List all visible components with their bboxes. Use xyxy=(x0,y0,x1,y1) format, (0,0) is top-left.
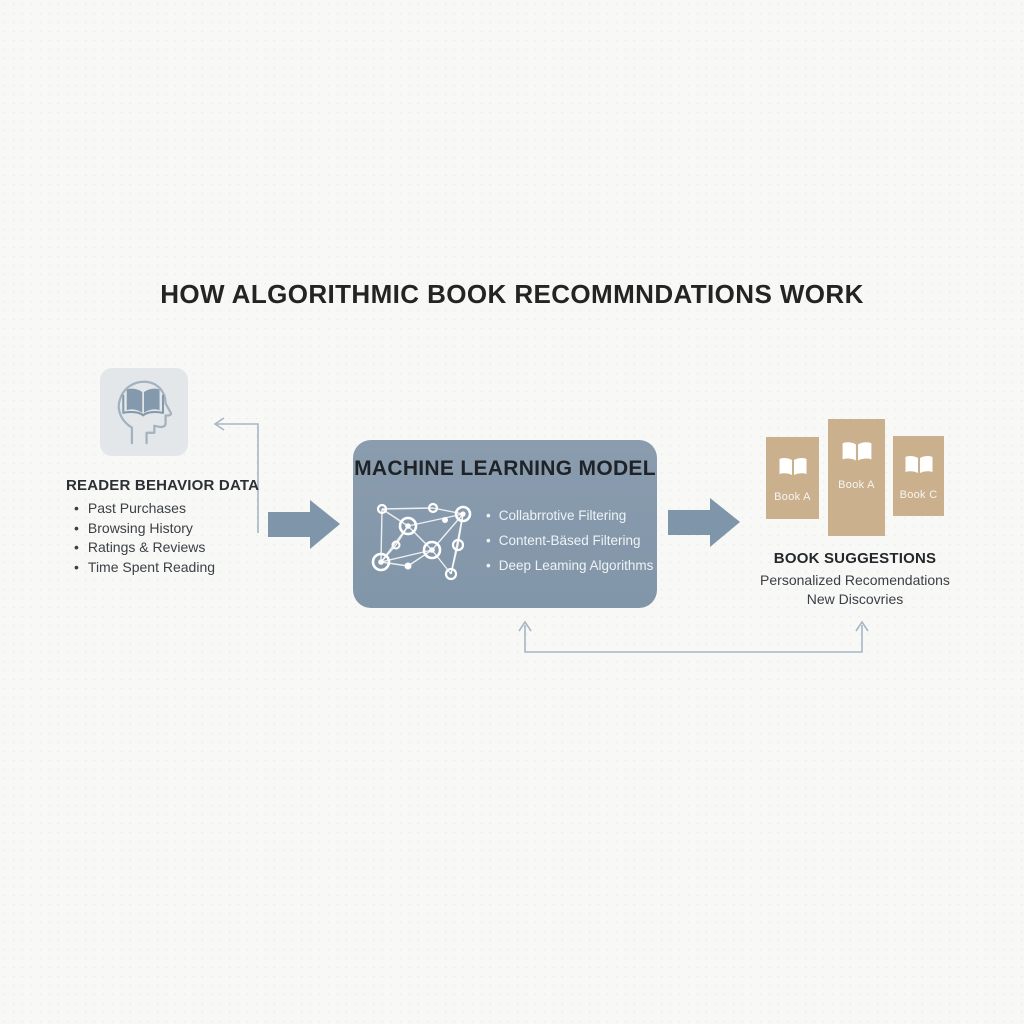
reader-head-book-icon xyxy=(100,368,188,456)
output-flow-arrow xyxy=(668,498,740,547)
book-suggestions-heading: BOOK SUGGESTIONS xyxy=(773,550,937,567)
book-suggestions-caption: BOOK SUGGESTIONS Personalized Recomendat… xyxy=(740,550,970,608)
reader-data-item: Ratings & Reviews xyxy=(74,538,215,558)
reader-data-item: Time Spent Reading xyxy=(74,558,215,578)
feedback-arrow-to-reader xyxy=(213,417,259,533)
reader-data-item: Browsing History xyxy=(74,519,215,539)
book-cover: Book A xyxy=(766,437,819,519)
suggestion-line: New Discovries xyxy=(806,590,904,607)
model-heading: MACHINE LEARNING MODEL xyxy=(354,457,656,480)
machine-learning-model-box: MACHINE LEARNING MODEL xyxy=(353,440,657,608)
head-with-open-book-icon xyxy=(117,380,173,445)
reader-behavior-heading: READER BEHAVIOR DATA xyxy=(66,477,260,494)
book-cover-label: Book C xyxy=(899,489,938,501)
model-technique-list: Collabrrotive Filtering Content-Bäsed Fi… xyxy=(486,503,654,578)
model-technique-item: Content-Bäsed Filtering xyxy=(486,528,653,553)
open-book-in-head-icon xyxy=(122,388,165,417)
open-book-icon xyxy=(905,455,932,474)
feedback-loop-bottom xyxy=(518,620,869,653)
reader-data-list: Past Purchases Browsing History Ratings … xyxy=(74,499,215,577)
book-cover: Book C xyxy=(893,436,944,516)
suggestion-line: Personalized Recomendations xyxy=(760,572,950,588)
diagram-title: HOW ALGORITHMIC BOOK RECOMMNDATIONS WORK xyxy=(160,279,864,309)
book-cover-label: Book A xyxy=(774,491,811,503)
neural-network-icon xyxy=(371,502,472,581)
book-cover-label: Book A xyxy=(838,479,875,491)
model-technique-item: Deep Leaming Algorithms xyxy=(486,553,654,578)
book-cover: Book A xyxy=(828,419,885,536)
model-technique-item: Collabrrotive Filtering xyxy=(486,503,653,528)
reader-data-item: Past Purchases xyxy=(74,499,215,519)
open-book-icon xyxy=(842,442,871,462)
open-book-icon xyxy=(779,457,806,476)
input-flow-arrow xyxy=(268,500,340,549)
